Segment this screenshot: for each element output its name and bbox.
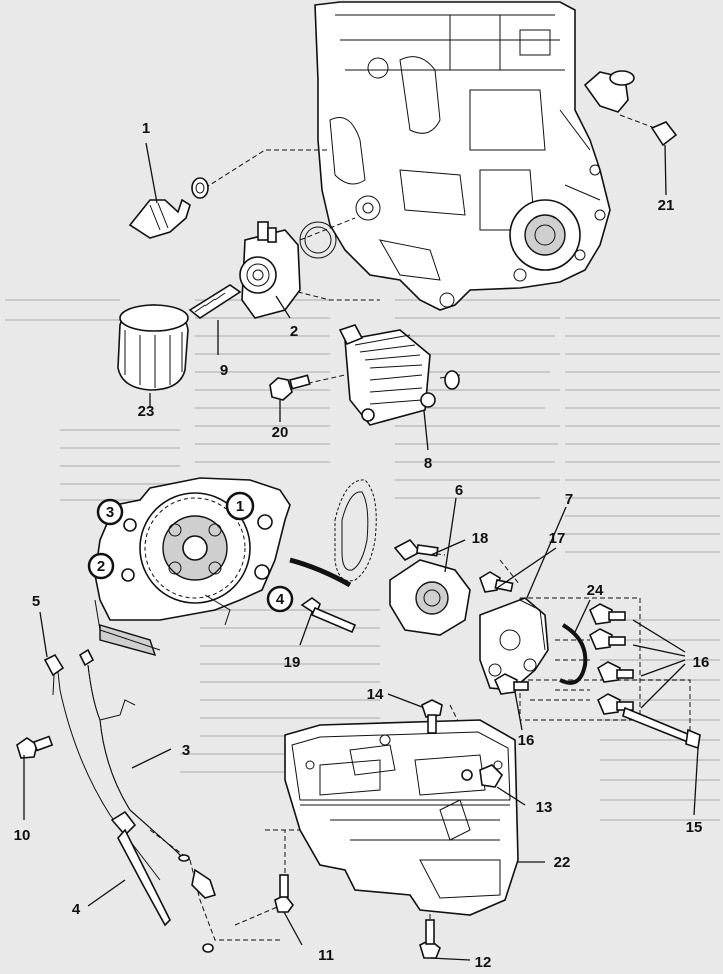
sequence-marker-1: 1 <box>225 491 255 521</box>
label-19: 19 <box>284 654 301 671</box>
label-5: 5 <box>32 593 40 610</box>
sprocket-teeth <box>144 497 246 599</box>
label-14: 14 <box>367 686 384 703</box>
bolt-19 <box>300 597 357 634</box>
engine-block <box>314 1 611 311</box>
sequence-marker-2: 2 <box>87 552 115 580</box>
label-16-lower: 16 <box>518 732 535 749</box>
label-23: 23 <box>138 403 155 420</box>
label-22: 22 <box>554 854 571 871</box>
label-24: 24 <box>587 582 604 599</box>
svg-text:4: 4 <box>276 591 285 608</box>
cooler-bolt <box>269 374 311 401</box>
sequence-marker-4: 4 <box>266 585 294 613</box>
drive-chain <box>334 479 377 582</box>
label-15: 15 <box>686 819 703 836</box>
pump-bracket <box>479 597 549 691</box>
sequence-markers: 1 2 3 4 <box>87 491 294 613</box>
svg-text:3: 3 <box>106 504 114 521</box>
oil-pan <box>284 719 519 916</box>
o-ring-24 <box>559 623 588 685</box>
part-labels: 1 2 3 4 5 6 7 8 9 10 11 12 13 14 15 16 1… <box>14 120 710 971</box>
svg-text:2: 2 <box>97 558 105 575</box>
label-3: 3 <box>182 742 190 759</box>
oil-filter-housing <box>239 221 337 319</box>
dipstick <box>43 653 161 881</box>
label-4: 4 <box>72 901 81 918</box>
bolt-10 <box>16 735 54 759</box>
long-bolt-15 <box>622 706 701 750</box>
label-21: 21 <box>658 197 675 214</box>
label-16-right: 16 <box>693 654 710 671</box>
label-11: 11 <box>318 947 334 964</box>
label-18: 18 <box>472 530 489 547</box>
bolt-11 <box>274 874 295 913</box>
label-13: 13 <box>536 799 553 816</box>
label-2: 2 <box>290 323 298 340</box>
bolt-12 <box>419 919 441 959</box>
bolt-17 <box>479 571 514 593</box>
label-17: 17 <box>549 530 566 547</box>
label-9: 9 <box>220 362 228 379</box>
oil-cooler <box>338 324 460 426</box>
filter-stud <box>188 284 242 319</box>
pump-seal-strip <box>289 557 352 588</box>
oil-filter <box>117 304 189 391</box>
sequence-marker-3: 3 <box>96 498 124 526</box>
label-6: 6 <box>455 482 463 499</box>
angled-fitting <box>583 70 678 147</box>
bolt-14 <box>421 699 443 734</box>
label-20: 20 <box>272 424 289 441</box>
label-12: 12 <box>475 954 492 971</box>
dipstick-tube <box>78 648 217 899</box>
bolts-16-group <box>493 603 634 715</box>
leader-lines <box>23 142 699 961</box>
drain-plug-13 <box>461 764 504 788</box>
oil-pressure-sensor <box>128 177 209 239</box>
pump-body <box>389 538 471 636</box>
label-10: 10 <box>14 827 31 844</box>
label-8: 8 <box>424 455 432 472</box>
svg-text:1: 1 <box>236 498 244 515</box>
label-7: 7 <box>565 491 573 508</box>
oil-level-sensor <box>110 810 214 953</box>
label-1: 1 <box>142 120 150 137</box>
